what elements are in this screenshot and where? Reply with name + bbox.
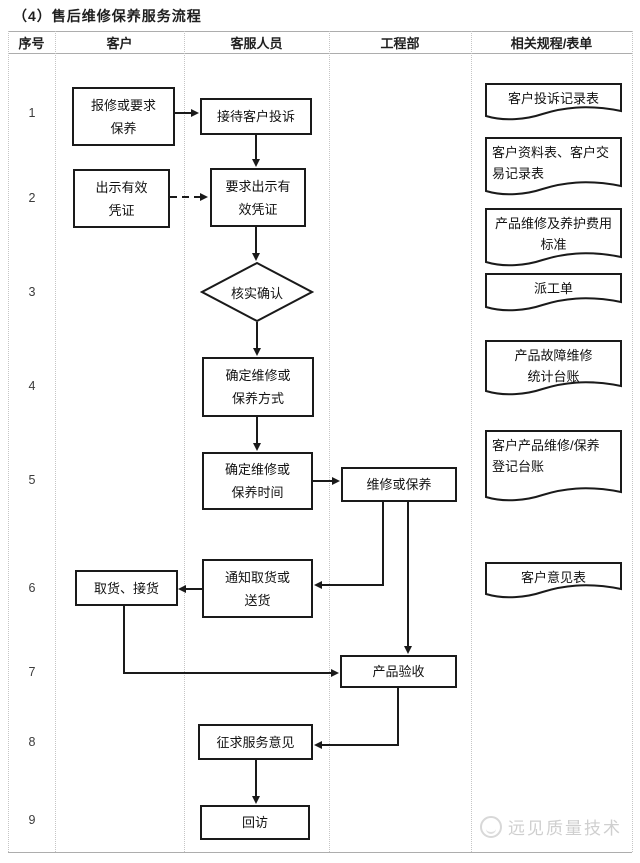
watermark-text: 远见质量技术 — [508, 819, 622, 838]
header-forms: 相关规程/表单 — [510, 36, 593, 51]
flow-node-solicit-feedback: 征求服务意见 — [198, 724, 313, 760]
diamond-label: 核实确认 — [230, 285, 283, 301]
doc-label: 客户投诉记录表 — [507, 91, 599, 106]
watermark-logo-icon — [480, 815, 502, 838]
doc-label: 产品故障维修 统计台账 — [514, 348, 593, 384]
row-number-3: 3 — [28, 285, 36, 299]
table-left-border — [8, 31, 9, 852]
table-header-top-border — [8, 31, 632, 32]
header-eng-dept: 工程部 — [380, 36, 420, 51]
header-customer: 客户 — [106, 36, 133, 51]
row-number-9: 9 — [28, 813, 36, 827]
flow-node-determine-time: 确定维修或 保养时间 — [202, 452, 313, 510]
flow-node-request-credential: 要求出示有 效凭证 — [210, 168, 306, 227]
header-seq: 序号 — [18, 36, 45, 51]
flow-node-receive-complaint: 接待客户投诉 — [200, 98, 312, 135]
doc-label: 客户资料表、客户交 易记录表 — [492, 145, 610, 181]
doc-label: 产品维修及养护费用 标准 — [494, 216, 612, 252]
doc-shape-work-order: 派工单 — [485, 273, 622, 313]
diamond-shape — [200, 261, 314, 323]
column-divider-1 — [55, 31, 56, 852]
doc-label: 派工单 — [533, 281, 573, 296]
flow-node-show-credential: 出示有效 凭证 — [73, 169, 170, 228]
page-title: （4）售后维修保养服务流程 — [13, 8, 202, 24]
table-bottom-border — [8, 852, 632, 853]
doc-label: 客户意见表 — [520, 570, 586, 585]
row-number-4: 4 — [28, 379, 36, 393]
table-right-border — [632, 31, 633, 852]
row-number-6: 6 — [28, 581, 36, 595]
flow-node-repair-or-maintain: 维修或保养 — [341, 467, 457, 502]
doc-shape-customer-data: 客户资料表、客户交 易记录表 — [485, 137, 622, 197]
watermark: 远见质量技术 — [480, 814, 622, 839]
header-cs-staff: 客服人员 — [230, 36, 283, 51]
flow-node-verify-confirm: 核实确认 — [200, 261, 314, 323]
row-number-1: 1 — [28, 106, 36, 120]
doc-shape-fault-ledger: 产品故障维修 统计台账 — [485, 340, 622, 397]
flow-node-notify-pickup: 通知取货或 送货 — [202, 559, 313, 618]
table-header-bottom-border — [8, 53, 632, 54]
flow-node-report-repair: 报修或要求 保养 — [72, 87, 175, 146]
doc-shape-complaint-record: 客户投诉记录表 — [485, 83, 622, 122]
doc-shape-feedback-form: 客户意见表 — [485, 562, 622, 600]
column-divider-4 — [471, 31, 472, 852]
doc-label: 客户产品维修/保养 登记台账 — [492, 438, 600, 474]
row-number-8: 8 — [28, 735, 36, 749]
row-number-2: 2 — [28, 191, 36, 205]
doc-shape-fee-standard: 产品维修及养护费用 标准 — [485, 208, 622, 268]
flow-node-pickup-goods: 取货、接货 — [75, 570, 178, 606]
column-divider-2 — [184, 31, 185, 852]
doc-shape-register-ledger: 客户产品维修/保养 登记台账 — [485, 430, 622, 503]
flow-node-determine-method: 确定维修或 保养方式 — [202, 357, 314, 417]
flow-node-follow-up: 回访 — [200, 805, 310, 840]
flow-node-product-acceptance: 产品验收 — [340, 655, 457, 688]
row-number-5: 5 — [28, 473, 36, 487]
row-number-7: 7 — [28, 665, 36, 679]
column-divider-3 — [329, 31, 330, 852]
